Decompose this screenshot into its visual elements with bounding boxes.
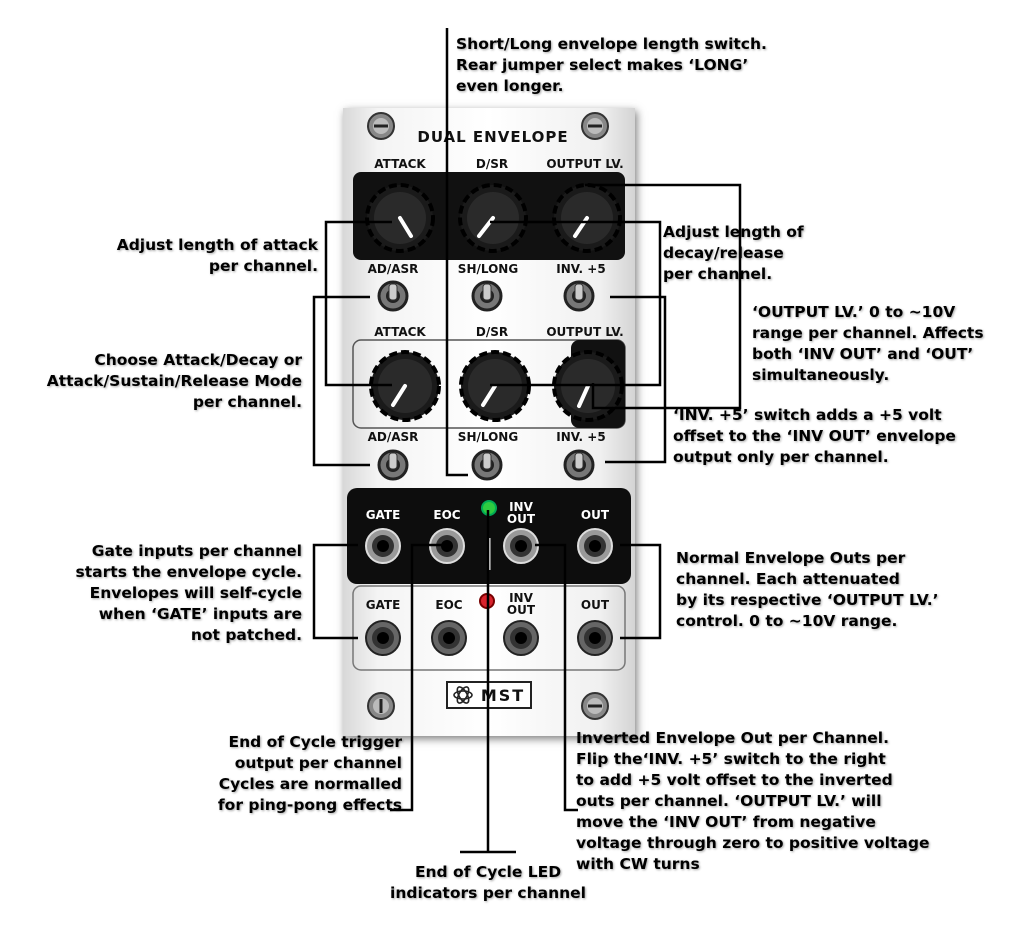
- attack-knob-1[interactable]: [365, 183, 435, 253]
- eoc-label-1: EOC: [433, 508, 461, 522]
- leader-gate: [312, 543, 358, 640]
- leader-short-long: [445, 28, 468, 477]
- callout-short-long: Short/Long envelope length switch.Rear j…: [456, 35, 767, 95]
- decay-label-1: D/SR: [475, 157, 509, 171]
- leader-mode: [312, 295, 370, 467]
- module-panel: DUAL ENVELOPE ATTACK D/SR OUTPUT LV. AD/…: [343, 108, 635, 736]
- ad-asr-switch-1[interactable]: [377, 280, 409, 312]
- inv-out-label-2: INV OUT: [506, 591, 536, 617]
- inv5-switch-2[interactable]: [563, 449, 595, 481]
- short-long-switch-1[interactable]: [471, 280, 503, 312]
- out-label-1: OUT: [580, 508, 610, 522]
- leader-decay: [490, 220, 662, 387]
- out-jack-1[interactable]: [577, 528, 613, 564]
- inv-out-label-1: INV OUT: [506, 500, 536, 526]
- attack-label-2: ATTACK: [374, 325, 426, 339]
- atom-icon: [453, 686, 473, 704]
- leader-normal-out: [620, 543, 662, 640]
- leader-output-lv: [585, 183, 742, 410]
- ad-asr-label-2: AD/ASR: [367, 430, 419, 444]
- ad-asr-label-1: AD/ASR: [367, 262, 419, 276]
- gate-jack-1[interactable]: [365, 528, 401, 564]
- out-label-2: OUT: [580, 598, 610, 612]
- leader-eoc: [390, 543, 445, 812]
- eoc-jack-1[interactable]: [429, 528, 465, 564]
- brand-logo-text: MST: [480, 686, 526, 705]
- decay-knob-1[interactable]: [458, 183, 528, 253]
- eoc-label-2: EOC: [435, 598, 463, 612]
- leader-inv-out: [535, 543, 578, 812]
- inv5-label-1: INV. +5: [556, 262, 606, 276]
- inv5-label-2: INV. +5: [556, 430, 606, 444]
- ad-asr-switch-2[interactable]: [377, 449, 409, 481]
- output-level-knob-1[interactable]: [552, 183, 622, 253]
- attack-label-1: ATTACK: [374, 157, 426, 171]
- output-level-label-2: OUTPUT LV.: [546, 325, 624, 339]
- gate-jack-2[interactable]: [365, 620, 401, 656]
- leader-attack: [324, 220, 392, 387]
- screw-icon: [581, 112, 609, 140]
- short-long-switch-2[interactable]: [471, 449, 503, 481]
- screw-icon: [581, 692, 609, 720]
- output-level-label-1: OUTPUT LV.: [546, 157, 624, 171]
- module-title: DUAL ENVELOPE: [417, 128, 569, 146]
- decay-label-2: D/SR: [475, 325, 509, 339]
- inv-out-jack-1[interactable]: [503, 528, 539, 564]
- gate-label-1: GATE: [365, 508, 401, 522]
- out-jack-2[interactable]: [577, 620, 613, 656]
- short-long-label-1: SH/LONG: [457, 262, 519, 276]
- inv5-switch-1[interactable]: [563, 280, 595, 312]
- callout-inv-out: Inverted Envelope Out per Channel.Flip t…: [576, 729, 930, 873]
- short-long-label-2: SH/LONG: [457, 430, 519, 444]
- gate-label-2: GATE: [365, 598, 401, 612]
- screw-icon: [367, 692, 395, 720]
- eoc-jack-2[interactable]: [431, 620, 467, 656]
- leader-inv5: [605, 295, 667, 464]
- attack-knob-2[interactable]: [369, 350, 441, 422]
- screw-icon: [367, 112, 395, 140]
- inv-out-jack-2[interactable]: [503, 620, 539, 656]
